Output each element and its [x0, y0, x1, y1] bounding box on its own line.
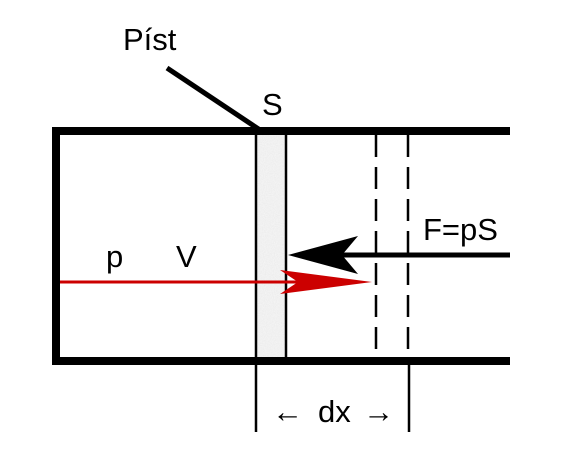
- dx-label: dx: [318, 394, 351, 429]
- force-arrowhead: [288, 236, 358, 274]
- pressure-arrowhead: [280, 270, 372, 294]
- force-arrow: [288, 236, 510, 274]
- piston-label: Píst: [123, 22, 177, 57]
- piston-texture: [256, 135, 286, 357]
- dx-arrow-right: →: [363, 394, 394, 429]
- area-label: S: [262, 87, 283, 122]
- pressure-label: p: [106, 239, 123, 274]
- displacement-dimension: ← dx →: [272, 394, 394, 429]
- pressure-arrow: [60, 270, 372, 294]
- piston: [254, 135, 288, 432]
- dx-arrow-left: ←: [272, 394, 303, 429]
- displaced-piston-outline: [374, 135, 411, 432]
- cylinder: [52, 127, 510, 365]
- volume-label: V: [176, 239, 197, 274]
- force-label: F=pS: [423, 212, 498, 247]
- piston-leader-line: [165, 65, 262, 133]
